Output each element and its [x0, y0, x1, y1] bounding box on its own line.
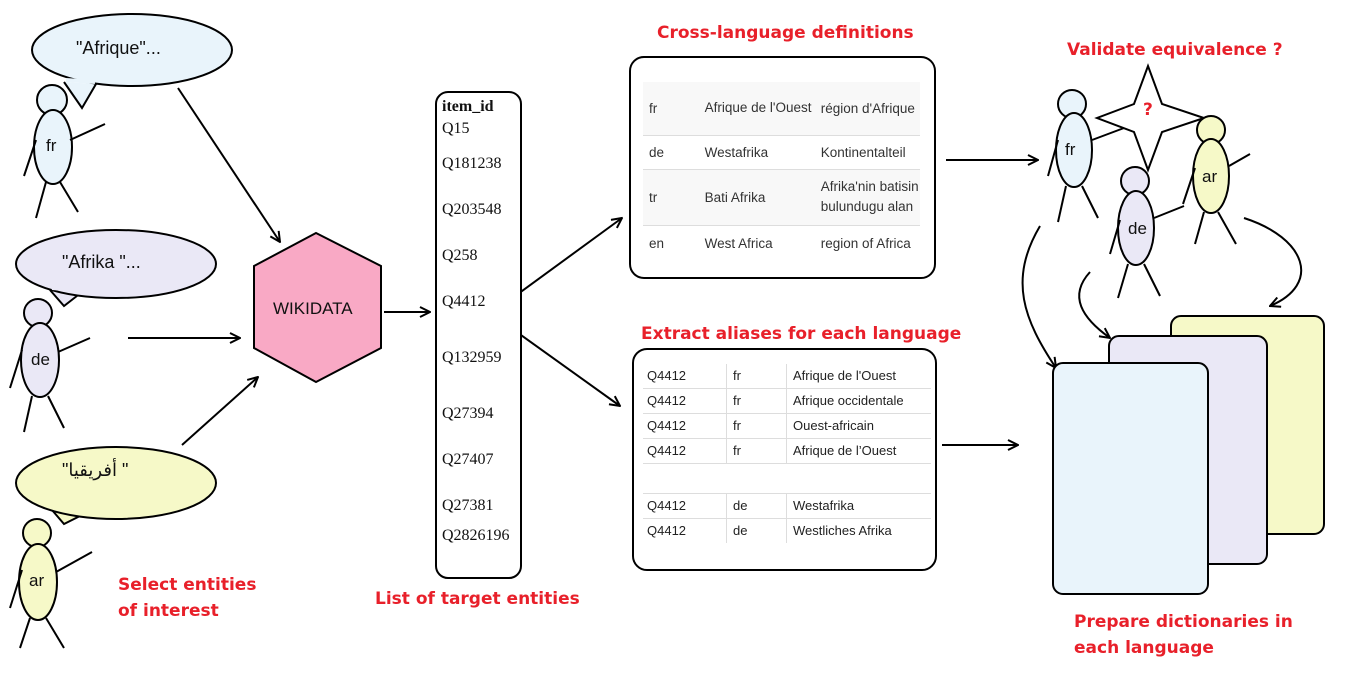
- person-de: [9, 298, 91, 433]
- definition-row: fr Afrique de l'Ouest région d'Afrique: [643, 82, 920, 135]
- definition-desc: region of Africa: [820, 235, 911, 251]
- speech-bubble-fr: [31, 13, 233, 110]
- definition-label: West Africa: [704, 235, 773, 251]
- select-entities-line2: of interest: [118, 601, 219, 621]
- speech-bubble-ar: [15, 446, 217, 526]
- person-ar-label: ar: [29, 571, 45, 590]
- alias-row: Q4412 fr Afrique de l’Ouest: [643, 438, 931, 463]
- wikidata-label: WIKIDATA: [273, 299, 353, 318]
- speech-text-ar: " أفريقيا": [62, 460, 129, 480]
- definition-desc: région d'Afrique: [820, 100, 915, 116]
- question-mark: ?: [1143, 100, 1153, 120]
- alias-value: Afrique de l’Ouest: [793, 443, 897, 458]
- alias-id: Q4412: [643, 518, 727, 543]
- definitions-table: fr Afrique de l'Ouest région d'Afrique d…: [643, 82, 920, 261]
- definition-label: Westafrika: [704, 144, 769, 160]
- arrow-ar-to-dictionaries: [1243, 217, 1303, 306]
- definition-desc: Afrika'nin batisin bulundugu alan: [820, 179, 919, 214]
- alias-value: Afrique de l'Ouest: [793, 368, 896, 384]
- definition-lang: de: [649, 144, 665, 160]
- alias-value: Afrique occidentale: [793, 393, 904, 408]
- select-entities-line1: Select entities: [118, 575, 257, 595]
- alias-row: Q4412 fr Afrique occidentale: [643, 388, 931, 413]
- arrow-fr-to-wikidata: [177, 87, 280, 242]
- alias-value: Ouest-africain: [793, 418, 874, 433]
- alias-value: Westafrika: [793, 498, 855, 513]
- person-fr-right: [1047, 89, 1125, 223]
- dictionary-fr-card: [1052, 362, 1209, 595]
- arrow-de-to-dictionaries: [1078, 271, 1110, 338]
- alias-value: Westliches Afrika: [793, 523, 892, 539]
- item-list-header: item_id: [442, 98, 494, 115]
- alias-id: Q4412: [643, 364, 727, 388]
- alias-id: Q4412: [643, 493, 727, 518]
- definition-label: Bati Afrika: [704, 189, 766, 205]
- person-fr-label: fr: [46, 136, 57, 155]
- speech-bubble-de: [15, 229, 217, 308]
- validate-label: Validate equivalence ?: [1067, 40, 1283, 60]
- alias-row: Q4412 fr Afrique de l'Ouest: [643, 364, 931, 388]
- alias-lang: de: [726, 493, 787, 518]
- prepare-line2: each language: [1074, 638, 1214, 658]
- cross-definitions-label: Cross-language definitions: [657, 23, 914, 43]
- definition-lang: fr: [649, 100, 658, 116]
- item-id: Q203548: [442, 201, 502, 218]
- item-id: Q27394: [442, 405, 494, 422]
- item-id: Q15: [442, 120, 470, 137]
- prepare-line1: Prepare dictionaries in: [1074, 612, 1293, 632]
- item-id: Q4412: [442, 293, 486, 310]
- person-ar: [9, 518, 93, 649]
- item-id: Q27407: [442, 451, 494, 468]
- item-id: Q132959: [442, 349, 502, 366]
- item-list-box: [435, 91, 522, 579]
- alias-row: Q4412 de Westliches Afrika: [643, 518, 931, 543]
- alias-lang: de: [726, 518, 787, 543]
- arrow-fr-to-dictionaries: [1021, 225, 1056, 368]
- item-id: Q181238: [442, 155, 502, 172]
- item-id: Q27381: [442, 497, 494, 514]
- item-id: Q258: [442, 247, 478, 264]
- select-entities-label: Select entities of interest: [118, 572, 256, 624]
- person-ar-right-label: ar: [1202, 167, 1218, 186]
- definition-row: tr Bati Afrika Afrika'nin batisin bulund…: [643, 169, 920, 225]
- aliases-label: Extract aliases for each language: [641, 324, 962, 344]
- person-fr: [23, 84, 106, 219]
- speech-text-fr: "Afrique"...: [76, 38, 161, 58]
- alias-lang: fr: [726, 364, 787, 388]
- person-de-right-label: de: [1128, 219, 1147, 238]
- alias-row: Q4412 de Westafrika: [643, 493, 931, 518]
- definition-lang: tr: [649, 189, 658, 205]
- item-list: item_id Q15 Q181238 Q203548 Q258 Q4412 Q…: [442, 98, 518, 545]
- target-list-label: List of target entities: [375, 589, 580, 609]
- alias-id: Q4412: [643, 438, 727, 463]
- alias-id: Q4412: [643, 413, 727, 438]
- person-ar-right: [1182, 115, 1251, 245]
- prepare-dictionaries-label: Prepare dictionaries in each language: [1074, 609, 1293, 661]
- arrow-ar-to-wikidata: [181, 377, 258, 446]
- alias-row: Q4412 fr Ouest-africain: [643, 413, 931, 438]
- person-fr-right-label: fr: [1065, 140, 1076, 159]
- definition-lang: en: [649, 235, 665, 251]
- alias-lang: fr: [726, 438, 787, 463]
- alias-lang: fr: [726, 413, 787, 438]
- alias-id: Q4412: [643, 388, 727, 413]
- wikidata-hexagon: [253, 231, 382, 384]
- person-de-right: [1109, 166, 1185, 299]
- definition-label: Afrique de l'Ouest: [704, 100, 812, 116]
- definitions-box: [629, 56, 936, 279]
- person-de-label: de: [31, 350, 50, 369]
- question-star: [1094, 63, 1208, 173]
- definition-desc: Kontinentalteil: [820, 144, 906, 160]
- definition-row: en West Africa region of Africa: [643, 225, 920, 261]
- definition-row: de Westafrika Kontinentalteil: [643, 135, 920, 169]
- alias-spacer: [643, 463, 931, 493]
- speech-text-de: "Afrika "...: [62, 252, 141, 272]
- aliases-table: Q4412 fr Afrique de l'Ouest Q4412 fr Afr…: [643, 364, 931, 543]
- alias-lang: fr: [726, 388, 787, 413]
- item-id: Q2826196: [442, 527, 510, 544]
